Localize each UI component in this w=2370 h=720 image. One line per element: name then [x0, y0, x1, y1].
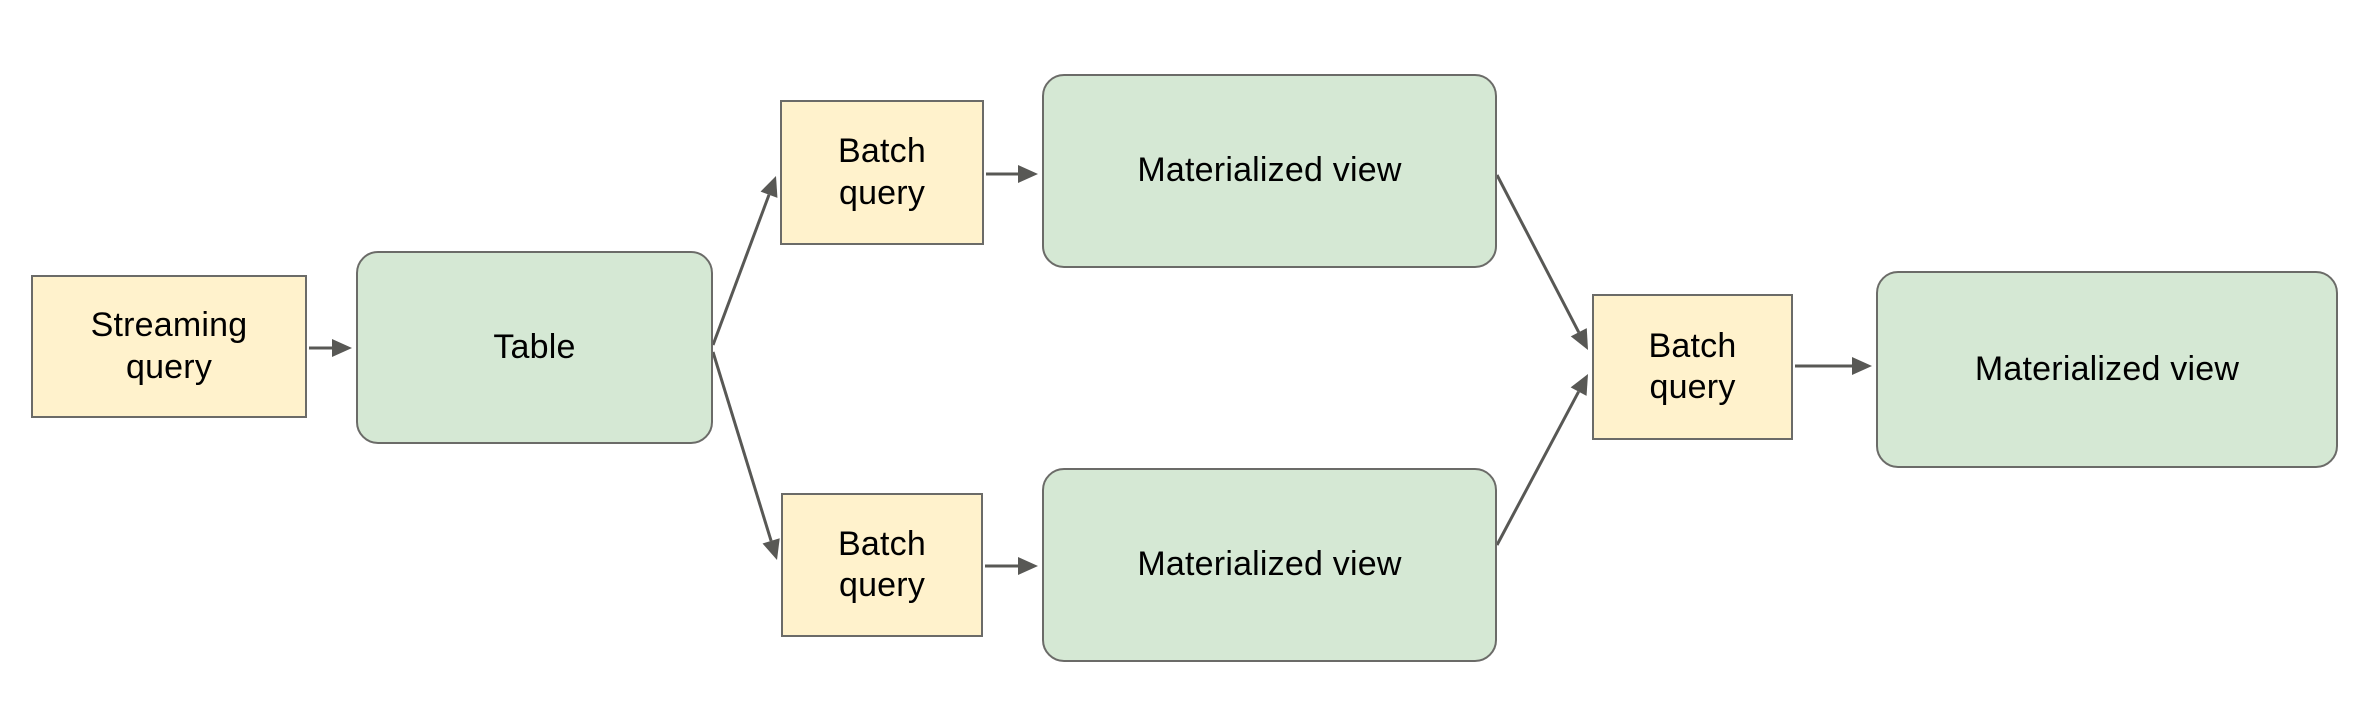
arrowhead-icon — [760, 176, 778, 198]
node-table[interactable]: Table — [356, 251, 713, 444]
arrowhead-icon — [1018, 165, 1038, 183]
node-label-streaming-query: Streaming query — [90, 306, 248, 386]
edge-e6 — [1495, 174, 1588, 350]
arrowhead-icon — [762, 538, 780, 560]
edge-line — [711, 351, 773, 542]
edge-e5 — [985, 557, 1038, 575]
node-batch-query-bottom[interactable]: Batch query — [781, 493, 983, 637]
edge-e3 — [711, 351, 780, 560]
edge-line — [1495, 390, 1580, 546]
arrowhead-icon — [1570, 328, 1588, 350]
node-label-table: Table — [493, 327, 576, 366]
edge-e8 — [1795, 357, 1872, 375]
node-streaming-query[interactable]: Streaming query — [31, 275, 307, 418]
arrowhead-icon — [1570, 374, 1588, 396]
node-materialized-view-top[interactable]: Materialized view — [1042, 74, 1497, 268]
node-label-batch-query-merge: Batch query — [1648, 326, 1737, 406]
edge-line — [711, 194, 771, 346]
node-materialized-view-bottom[interactable]: Materialized view — [1042, 468, 1497, 662]
edge-e7 — [1495, 374, 1588, 546]
edge-e4 — [986, 165, 1038, 183]
arrowhead-icon — [1852, 357, 1872, 375]
node-label-materialized-view-bottom: Materialized view — [1137, 545, 1402, 584]
edge-e1 — [309, 339, 352, 357]
arrowhead-icon — [1018, 557, 1038, 575]
edge-line — [1495, 174, 1581, 333]
node-label-batch-query-top: Batch query — [838, 132, 926, 212]
edge-e2 — [711, 176, 778, 346]
node-batch-query-top[interactable]: Batch query — [780, 100, 984, 245]
node-label-materialized-view-final: Materialized view — [1974, 349, 2240, 388]
arrowhead-icon — [332, 339, 352, 357]
node-batch-query-merge[interactable]: Batch query — [1592, 294, 1793, 440]
node-label-batch-query-bottom: Batch query — [838, 524, 926, 604]
node-label-materialized-view-top: Materialized view — [1137, 151, 1402, 190]
node-materialized-view-final[interactable]: Materialized view — [1876, 271, 2338, 468]
